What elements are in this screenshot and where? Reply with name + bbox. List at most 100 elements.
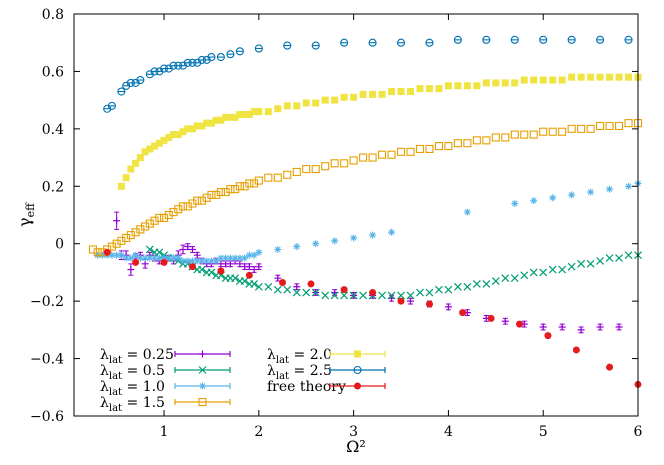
data-point: [520, 130, 529, 139]
data-point: [453, 139, 462, 148]
data-point: [207, 268, 216, 277]
data-point: [193, 122, 201, 130]
data-point: [222, 254, 230, 262]
legend-label: λlat = 2.5: [267, 363, 332, 382]
data-point: [113, 217, 121, 225]
data-point: [155, 139, 163, 147]
data-point: [539, 76, 547, 84]
y-tick-label: 0.6: [42, 64, 64, 80]
data-point: [359, 153, 368, 162]
y-tick-label: 0.4: [42, 122, 64, 138]
data-point: [558, 127, 567, 136]
legend-label-value: = 0.25: [122, 347, 174, 363]
data-point: [117, 236, 126, 245]
data-point: [193, 257, 201, 265]
data-point: [160, 258, 168, 266]
data-point: [274, 105, 282, 113]
data-point: [549, 194, 557, 202]
data-point: [407, 88, 415, 96]
y-tick-label: −0.4: [30, 352, 64, 368]
data-point: [274, 274, 282, 282]
legend-marker: [353, 365, 362, 375]
data-point: [416, 85, 424, 93]
data-point: [435, 285, 443, 294]
data-point: [572, 346, 580, 354]
data-point: [203, 257, 211, 265]
data-point: [127, 165, 135, 173]
data-point: [596, 73, 604, 81]
data-point: [150, 216, 159, 225]
y-tick-label: −0.6: [30, 409, 64, 425]
data-point: [406, 147, 415, 156]
data-point: [160, 254, 168, 262]
data-point: [122, 174, 130, 182]
data-point: [184, 257, 192, 265]
data-point: [151, 254, 159, 262]
data-point: [165, 133, 173, 141]
y-tick-label: 0: [55, 237, 64, 253]
data-point: [539, 323, 547, 331]
legend-label-main: λ: [100, 379, 109, 395]
data-point: [359, 291, 368, 300]
data-point: [307, 280, 315, 288]
data-point: [615, 254, 623, 262]
data-point: [293, 283, 301, 291]
data-point: [193, 196, 202, 205]
data-point: [203, 119, 211, 127]
data-point: [340, 93, 348, 101]
data-point: [577, 73, 585, 81]
data-point: [321, 162, 330, 171]
data-point: [511, 79, 519, 87]
data-point: [179, 257, 187, 265]
data-point: [359, 90, 367, 98]
data-point: [492, 79, 500, 87]
data-point: [188, 199, 197, 208]
data-point: [606, 73, 614, 81]
data-point: [145, 219, 154, 228]
y-tick-label: −0.2: [30, 294, 64, 310]
data-point: [425, 288, 434, 297]
y-tick-label: 0.2: [42, 179, 64, 195]
data-point: [202, 193, 211, 202]
data-point: [330, 291, 339, 300]
data-point: [529, 268, 538, 277]
data-point: [221, 187, 230, 197]
x-tick-label: 4: [444, 424, 453, 440]
series-5: [103, 35, 633, 113]
data-point: [614, 121, 624, 131]
data-point: [530, 197, 538, 205]
data-point: [226, 185, 235, 194]
data-point: [231, 185, 240, 194]
y-axis-label-sub: eff: [24, 202, 37, 218]
data-point: [349, 291, 358, 300]
data-point: [587, 188, 595, 196]
data-point: [164, 210, 173, 220]
data-point: [463, 282, 472, 291]
data-point: [245, 271, 253, 279]
data-point: [250, 251, 258, 259]
data-point: [330, 159, 339, 168]
data-point: [596, 121, 605, 131]
legend-label-value: = 2.0: [289, 347, 332, 363]
data-point: [539, 268, 548, 277]
data-point: [577, 326, 585, 334]
data-point: [529, 130, 538, 139]
data-point: [264, 108, 272, 116]
data-point: [501, 79, 509, 87]
data-point: [378, 150, 387, 159]
data-point: [425, 300, 433, 308]
data-point: [397, 297, 405, 305]
data-point: [624, 119, 633, 128]
data-point: [511, 200, 519, 208]
data-point: [235, 182, 244, 191]
data-point: [577, 259, 586, 268]
data-point: [98, 251, 106, 259]
data-point: [491, 133, 500, 142]
series-3: [88, 119, 643, 257]
data-point: [245, 179, 254, 188]
data-point: [434, 142, 443, 151]
data-point: [624, 251, 633, 260]
data-point: [241, 254, 249, 262]
legend-label-value: = 2.5: [289, 363, 332, 379]
